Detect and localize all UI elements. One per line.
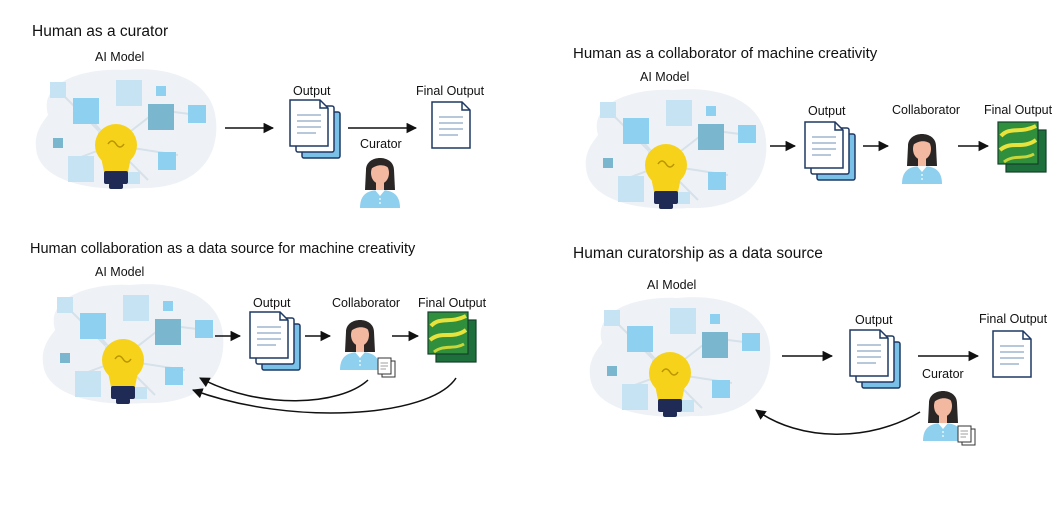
collaborator-label: Collaborator bbox=[332, 296, 401, 310]
panel-title: Human collaboration as a data source for… bbox=[30, 241, 416, 257]
person-icon bbox=[340, 320, 380, 370]
small-document-icon bbox=[957, 425, 976, 446]
final-output-label: Final Output bbox=[984, 103, 1053, 117]
output-label: Output bbox=[855, 313, 893, 327]
curator-label: Curator bbox=[922, 367, 964, 381]
lightbulb-network-icon bbox=[34, 68, 218, 190]
lightbulb-network-icon bbox=[584, 88, 768, 210]
person-icon bbox=[923, 391, 963, 441]
document-stack-icon bbox=[804, 121, 856, 181]
small-document-icon bbox=[377, 357, 396, 378]
person-icon bbox=[902, 134, 942, 184]
document-stack-icon bbox=[249, 311, 301, 371]
ai-model-label: AI Model bbox=[95, 50, 145, 64]
output-label: Output bbox=[253, 296, 291, 310]
document-icon bbox=[992, 330, 1032, 378]
lightbulb-network-icon bbox=[588, 296, 772, 418]
output-label: Output bbox=[808, 104, 846, 118]
panel-human-as-collaborator: Human as a collaborator of machine creat… bbox=[530, 0, 1060, 230]
final-output-label: Final Output bbox=[979, 312, 1048, 326]
document-icon bbox=[431, 101, 471, 149]
ai-model-label: AI Model bbox=[647, 278, 697, 292]
arrow-icon bbox=[192, 377, 457, 414]
collaborator-label: Collaborator bbox=[892, 103, 961, 117]
document-stack-icon bbox=[289, 99, 341, 159]
panel-title: Human curatorship as a data source bbox=[573, 245, 823, 262]
ai-model-label: AI Model bbox=[640, 70, 690, 84]
panel-graphics bbox=[584, 88, 1048, 210]
document-stack-icon bbox=[849, 329, 901, 389]
arrow-icon bbox=[199, 377, 369, 402]
curator-label: Curator bbox=[360, 137, 402, 151]
final-output-label: Final Output bbox=[416, 84, 485, 98]
panel-curatorship-data-source: Human curatorship as a data source AI Mo… bbox=[530, 230, 1060, 460]
panel-human-as-curator: Human as a curator AI Model Output Final… bbox=[0, 0, 520, 230]
panel-graphics bbox=[588, 296, 1032, 446]
ai-model-label: AI Model bbox=[95, 265, 145, 279]
final-output-label: Final Output bbox=[418, 296, 487, 310]
output-label: Output bbox=[293, 84, 331, 98]
panel-graphics bbox=[34, 68, 471, 208]
arrow-icon bbox=[755, 409, 921, 435]
lightbulb-network-icon bbox=[41, 283, 225, 405]
person-icon bbox=[360, 158, 400, 208]
panel-collaboration-data-source: Human collaboration as a data source for… bbox=[0, 230, 530, 460]
green-artwork-icon bbox=[996, 120, 1048, 174]
panel-title: Human as a collaborator of machine creat… bbox=[573, 45, 878, 62]
green-artwork-icon bbox=[426, 310, 478, 364]
panel-graphics bbox=[41, 283, 478, 414]
panel-title: Human as a curator bbox=[32, 23, 169, 40]
